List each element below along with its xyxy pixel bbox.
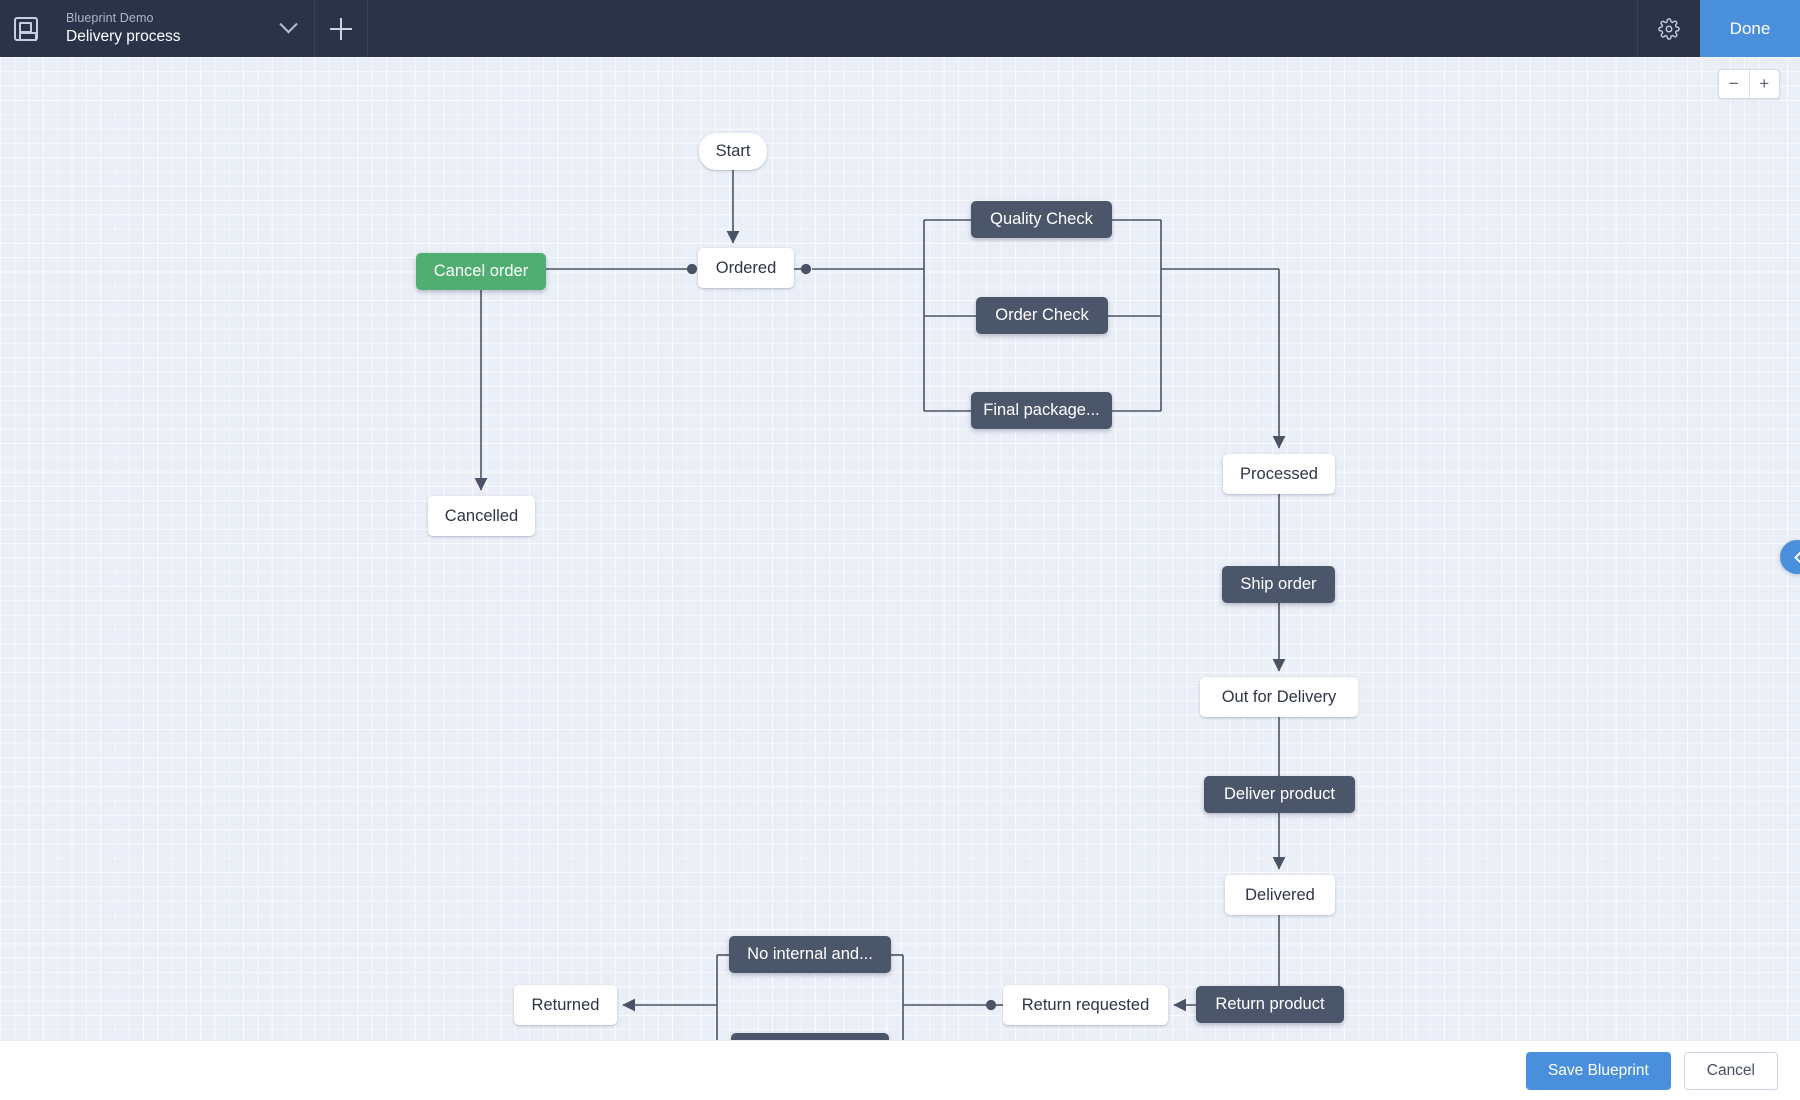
node-label: Quality Check (990, 210, 1093, 228)
expand-side-panel-button[interactable] (1780, 540, 1800, 574)
node-quality-check[interactable]: Quality Check (971, 201, 1112, 238)
node-label: Return product (1215, 995, 1325, 1013)
blueprint-dropdown-button[interactable] (262, 0, 314, 57)
top-bar: Blueprint Demo Delivery process Done (0, 0, 1800, 57)
node-label: Order Check (995, 306, 1089, 324)
toolbar-divider-2 (367, 0, 368, 57)
zoom-controls: − + (1718, 69, 1780, 99)
node-label: Out for Delivery (1221, 687, 1337, 706)
node-label: Ordered (715, 258, 777, 277)
node-returned[interactable]: Returned (514, 985, 617, 1025)
node-ship-order[interactable]: Ship order (1222, 566, 1335, 603)
node-delivered[interactable]: Delivered (1225, 875, 1335, 915)
node-product-working[interactable]: Product working (731, 1033, 889, 1040)
node-processed[interactable]: Processed (1223, 454, 1335, 494)
chevron-left-icon (1793, 550, 1800, 564)
page-title: Delivery process (66, 28, 181, 45)
node-label: Start (715, 142, 751, 160)
node-label: Deliver product (1224, 785, 1335, 803)
zoom-in-button[interactable]: + (1748, 70, 1780, 98)
toolbar-divider-3 (1637, 0, 1638, 57)
cancel-button[interactable]: Cancel (1683, 1051, 1778, 1090)
done-button[interactable]: Done (1700, 0, 1800, 57)
node-label: Delivered (1245, 885, 1315, 904)
blueprint-icon (14, 16, 38, 41)
zoom-out-button[interactable]: − (1728, 74, 1739, 93)
node-ordered[interactable]: Ordered (698, 248, 794, 288)
node-label: Ship order (1240, 575, 1317, 593)
add-blueprint-button[interactable] (315, 0, 367, 57)
node-return-requested[interactable]: Return requested (1003, 985, 1168, 1025)
node-label: Final package... (983, 401, 1100, 419)
toolbar-divider (314, 0, 315, 57)
blueprint-title-block: Blueprint Demo Delivery process (52, 0, 262, 57)
node-label: Cancel order (433, 262, 529, 280)
toolbar-spacer (368, 0, 1637, 57)
node-label: Return requested (1021, 995, 1150, 1014)
gear-icon (1658, 17, 1680, 40)
node-label: Returned (531, 995, 600, 1014)
node-out-for-delivery[interactable]: Out for Delivery (1200, 677, 1358, 717)
app-icon-cell (0, 0, 52, 57)
node-label: Cancelled (444, 506, 519, 525)
footer-bar: Save Blueprint Cancel (0, 1040, 1800, 1100)
node-return-product[interactable]: Return product (1196, 986, 1344, 1023)
edge-layer (474, 170, 1286, 1040)
node-order-check[interactable]: Order Check (976, 297, 1108, 334)
blueprint-subtitle: Blueprint Demo (66, 11, 154, 25)
node-deliver-product[interactable]: Deliver product (1204, 776, 1355, 813)
node-start[interactable]: Start (699, 133, 767, 170)
node-cancelled[interactable]: Cancelled (428, 496, 535, 536)
node-cancel-order[interactable]: Cancel order (416, 253, 546, 290)
plus-icon (330, 17, 352, 40)
node-no-internal-and[interactable]: No internal and... (729, 936, 891, 973)
node-final-package[interactable]: Final package... (971, 392, 1112, 429)
chevron-down-icon (278, 15, 298, 34)
blueprint-canvas[interactable]: Start Ordered Cancel order Cancelled Qua… (0, 57, 1800, 1040)
node-label: No internal and... (747, 945, 873, 963)
node-label: Processed (1240, 464, 1318, 483)
settings-button[interactable] (1638, 0, 1700, 57)
save-blueprint-button[interactable]: Save Blueprint (1525, 1051, 1671, 1090)
